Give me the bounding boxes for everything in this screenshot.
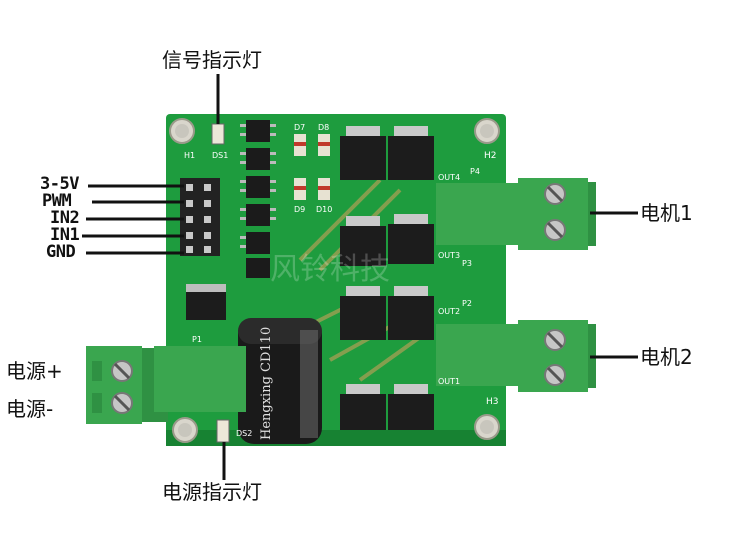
power-minus-label: 电源-: [6, 397, 54, 421]
silk-h2: H2: [484, 151, 497, 161]
silk-out1: OUT1: [438, 377, 460, 386]
signal-led: [211, 123, 225, 145]
silk-out4: OUT4: [438, 173, 460, 182]
power-led: [216, 419, 230, 443]
pin-label-3-5v: 3-5V: [40, 174, 79, 194]
silkscreen: H1 H2 H3 DS1 DS2 D7 D8 D9 D10 OUT4 OUT3 …: [184, 123, 499, 438]
silk-p3: P3: [462, 259, 472, 268]
silk-d7: D7: [294, 123, 305, 132]
silk-out3: OUT3: [438, 251, 460, 260]
silk-p2: P2: [462, 299, 472, 308]
power-led-label: 电源指示灯: [162, 480, 262, 504]
silk-ds1: DS1: [212, 151, 228, 160]
ic-pins: [240, 124, 276, 248]
silk-p4: P4: [470, 167, 480, 176]
signal-led-label: 信号指示灯: [162, 48, 262, 72]
electrolytic-capacitor: [238, 318, 322, 444]
silk-d9: D9: [294, 205, 305, 214]
silk-ds2: DS2: [236, 429, 252, 438]
leader-lines: [82, 74, 638, 480]
diodes: [294, 134, 330, 200]
power-plus-label: 电源+: [6, 359, 63, 383]
silk-h3: H3: [486, 397, 499, 407]
mounting-holes: [169, 118, 500, 443]
silk-h1: H1: [184, 151, 195, 160]
watermark: 风铃科技: [270, 252, 390, 287]
silk-out2: OUT2: [438, 307, 460, 316]
mosfets: [340, 126, 434, 430]
motor2-terminal-block: [436, 320, 596, 392]
optocoupler-ics: [246, 120, 270, 278]
silk-d8: D8: [318, 123, 329, 132]
silk-d10: D10: [316, 205, 332, 214]
pin-label-in2: IN2: [50, 208, 80, 228]
motor1-label: 电机1: [640, 201, 693, 225]
pin-label-gnd: GND: [46, 242, 76, 262]
regulator-tab: [186, 284, 226, 292]
power-terminal-block: [86, 346, 246, 424]
header-pins: [186, 184, 211, 253]
motor2-label: 电机2: [640, 345, 693, 369]
capacitor-marking: Hengxing CD110: [259, 327, 274, 440]
motor1-terminal-block: [436, 178, 596, 250]
pin-label-in1: IN1: [50, 225, 80, 245]
silk-p1: P1: [192, 335, 202, 344]
voltage-regulator: [186, 290, 226, 320]
pin-label-pwm: PWM: [42, 191, 72, 211]
